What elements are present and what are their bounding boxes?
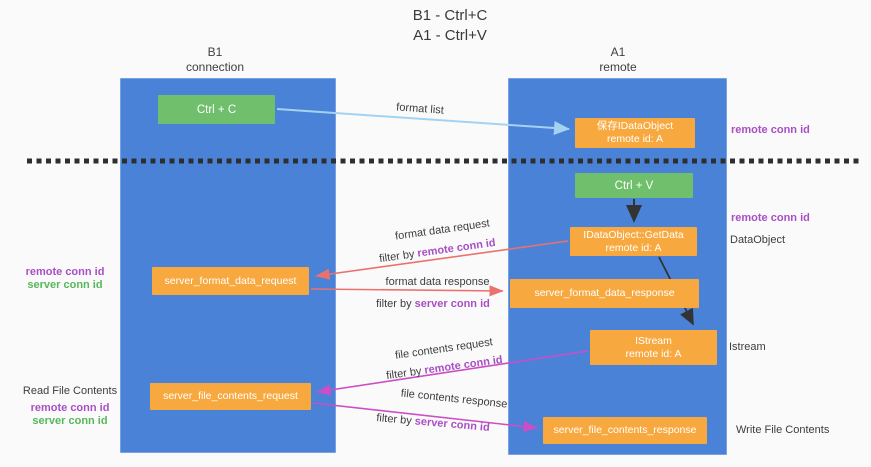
file-conn-id-annotation-block: Read File Contents remote conn id server… (14, 385, 126, 428)
file-contents-response-label: file contents response (400, 387, 508, 411)
server-conn-id-text: server conn id (414, 415, 491, 434)
filter-by-text: filter by (385, 365, 423, 383)
server-file-contents-response-box: server_file_contents_response (543, 417, 707, 444)
istream-line2: remote id: A (625, 347, 682, 360)
istream-box: IStream remote id: A (590, 330, 717, 365)
server-format-data-request-label: server_format_data_request (164, 274, 297, 287)
getdata-line2: remote id: A (605, 241, 662, 254)
remote-conn-id-text: remote conn id (423, 353, 504, 377)
ctrl-c-box: Ctrl + C (158, 95, 275, 124)
getdata-line1: IDataObject::GetData (583, 228, 684, 241)
istream-annotation: Istream (729, 341, 766, 353)
ctrl-v-label: Ctrl + V (614, 179, 654, 192)
idataobject-getdata-box: IDataObject::GetData remote id: A (570, 227, 697, 256)
remote-conn-id-annotation-left-file: remote conn id (30, 402, 110, 414)
server-format-data-response-label: server_format_data_response (534, 287, 675, 299)
write-file-contents-annotation: Write File Contents (736, 424, 830, 436)
lane-header-a1: A1 remote (558, 45, 678, 75)
remote-conn-id-annotation-left-fmt: remote conn id (25, 266, 105, 278)
ctrl-c-label: Ctrl + C (196, 103, 237, 116)
dataobject-annotation: DataObject (730, 234, 786, 246)
server-format-data-response-box: server_format_data_response (510, 279, 699, 308)
filter-by-text: filter by (375, 412, 413, 428)
remote-conn-id-annotation-mid: remote conn id (731, 212, 810, 224)
ctrl-v-box: Ctrl + V (575, 173, 693, 198)
diagram-title: B1 - Ctrl+C A1 - Ctrl+V (330, 6, 570, 46)
format-data-response-filter-label: filter by server conn id (368, 298, 498, 311)
istream-line1: IStream (635, 334, 672, 347)
file-contents-response-filter-label: filter by server conn id (368, 411, 499, 435)
remote-conn-id-annotation-top: remote conn id (731, 124, 810, 136)
format-data-response-label: format data response (385, 276, 490, 288)
server-file-contents-request-label: server_file_contents_request (163, 390, 298, 402)
filter-by-text: filter by (376, 298, 412, 310)
filter-by-text: filter by (378, 248, 416, 266)
save-idataobject-line2: remote id: A (606, 133, 664, 145)
save-idataobject-box: 保存IDataObject remote id: A (575, 118, 695, 148)
lane-a1-role: remote (599, 60, 637, 74)
server-file-contents-request-box: server_file_contents_request (150, 383, 311, 410)
format-conn-id-annotation-block: remote conn id server conn id (14, 266, 116, 292)
remote-conn-id-text: remote conn id (416, 236, 497, 260)
title-line-b1: B1 - Ctrl+C (412, 7, 488, 24)
server-conn-id-annotation-left-fmt: server conn id (27, 279, 103, 291)
read-file-contents-annotation: Read File Contents (22, 385, 118, 397)
server-file-contents-response-label: server_file_contents_response (553, 424, 697, 436)
save-idataobject-line1: 保存IDataObject (596, 120, 674, 132)
server-format-data-request-box: server_format_data_request (152, 267, 309, 295)
lane-a1-name: A1 (610, 45, 626, 59)
title-line-a1: A1 - Ctrl+V (413, 27, 487, 44)
lane-b1-role: connection (185, 60, 245, 74)
format-list-label: format list (395, 101, 445, 117)
format-data-response-arrow (310, 285, 504, 297)
lane-b1-name: B1 (207, 45, 223, 59)
server-conn-id-annotation-left-file: server conn id (32, 415, 108, 427)
lane-header-b1: B1 connection (155, 45, 275, 75)
server-conn-id-text: server conn id (414, 298, 490, 310)
